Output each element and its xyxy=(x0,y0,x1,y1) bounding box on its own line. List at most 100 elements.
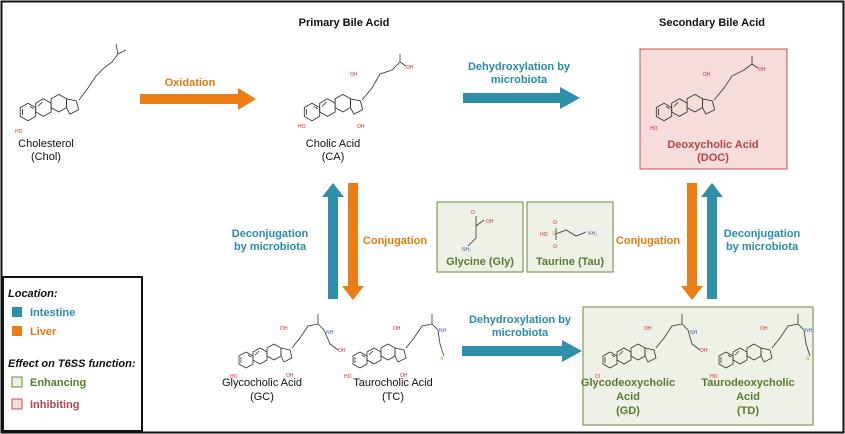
glycodeoxycholic-acid-structure: Cl OH NH OH xyxy=(595,314,708,380)
legend-liver-swatch xyxy=(12,326,22,336)
cholic-acid-structure: HO OH OH OH xyxy=(298,54,414,130)
svg-text:HO: HO xyxy=(230,374,238,380)
svg-text:NH: NH xyxy=(805,328,813,334)
taurocholic-acid-abbr: (TC) xyxy=(382,391,404,403)
dehydroxylation-top-arrow xyxy=(463,87,580,109)
doc-name: Deoxycholic Acid xyxy=(667,139,758,151)
taurodeoxycholic-acid-structure: HO OH NH S xyxy=(710,314,813,380)
svg-text:NH: NH xyxy=(326,330,334,336)
dehydroxylation-bottom-label-1: Dehydroxylation by xyxy=(469,314,572,326)
conjugation-left-arrow xyxy=(342,183,364,300)
doc-abbr: (DOC) xyxy=(697,152,729,164)
svg-text:NH: NH xyxy=(439,328,447,334)
svg-text:OH: OH xyxy=(280,326,288,332)
svg-text:HO: HO xyxy=(710,374,718,380)
taurocholic-acid-structure: HO OH OH NH S xyxy=(344,314,447,380)
deconjugation-right-label-2: by microbiota xyxy=(726,241,799,253)
legend-intestine-swatch xyxy=(12,307,22,317)
taurine-box xyxy=(526,201,614,273)
svg-text:O: O xyxy=(553,244,557,250)
svg-text:O: O xyxy=(471,210,475,216)
oxidation-arrow xyxy=(140,88,256,110)
cholesterol-structure: HO xyxy=(15,43,127,135)
deconjugation-left-label-1: Deconjugation xyxy=(232,228,309,240)
svg-text:OH: OH xyxy=(644,326,652,332)
gd-name-line1: Glycodeoxycholic xyxy=(581,377,675,389)
svg-text:S: S xyxy=(552,231,556,237)
legend-location-title: Location: xyxy=(8,288,58,300)
svg-text:S: S xyxy=(806,356,810,362)
svg-text:HO: HO xyxy=(540,232,548,238)
svg-text:OH: OH xyxy=(486,219,494,225)
svg-text:HO: HO xyxy=(15,129,23,135)
taurine-name: Taurine (Tau) xyxy=(536,256,604,268)
glycocholic-acid-name: Glycocholic Acid xyxy=(222,377,302,389)
legend-enhancing-label: Enhancing xyxy=(30,377,86,389)
svg-text:OH: OH xyxy=(357,124,365,130)
svg-text:HO: HO xyxy=(298,124,306,130)
svg-text:OH: OH xyxy=(393,326,401,332)
svg-text:NH₂: NH₂ xyxy=(588,231,597,237)
legend-inhibiting-swatch xyxy=(11,398,23,410)
conjugation-right-arrow xyxy=(681,183,703,300)
legend-liver-label: Liver xyxy=(30,326,57,338)
taurocholic-acid-name: Taurocholic Acid xyxy=(353,377,433,389)
legend: Location: Intestine Liver Effect on T6SS… xyxy=(2,276,143,432)
deconjugation-left-label-2: by microbiota xyxy=(234,241,307,253)
svg-text:Cl: Cl xyxy=(595,374,600,380)
svg-text:NH: NH xyxy=(690,330,698,336)
cholic-acid-name: Cholic Acid xyxy=(306,138,360,150)
svg-text:OH: OH xyxy=(338,348,346,354)
dehydroxylation-bottom-arrow xyxy=(462,340,582,362)
cholesterol-name: Cholesterol xyxy=(18,138,74,150)
deoxycholic-acid-structure: HO OH OH xyxy=(650,56,766,132)
svg-text:NH₂: NH₂ xyxy=(462,247,471,253)
svg-text:OH: OH xyxy=(286,373,294,379)
doc-inhibiting-box xyxy=(639,48,788,170)
taurine-structure: HO S O O NH₂ xyxy=(540,220,597,250)
primary-header: Primary Bile Acid xyxy=(299,17,390,29)
gd-abbr: (GD) xyxy=(616,405,640,417)
oxidation-label: Oxidation xyxy=(165,77,216,89)
glycocholic-acid-abbr: (GC) xyxy=(250,391,274,403)
glycine-structure: O OH NH₂ xyxy=(462,210,494,253)
legend-inhibiting-label: Inhibiting xyxy=(30,399,79,411)
conjugation-right-label: Conjugation xyxy=(616,235,680,247)
glycine-name: Glycine (Gly) xyxy=(446,256,514,268)
cholic-acid-abbr: (CA) xyxy=(322,151,345,163)
svg-text:OH: OH xyxy=(758,67,766,73)
svg-text:HO: HO xyxy=(650,126,658,132)
svg-text:OH: OH xyxy=(703,72,711,78)
svg-text:HO: HO xyxy=(344,374,352,380)
cholesterol-abbr: (Chol) xyxy=(31,151,61,163)
legend-effect-title: Effect on T6SS function: xyxy=(8,358,136,370)
svg-text:OH: OH xyxy=(400,373,408,379)
svg-text:OH: OH xyxy=(350,72,358,78)
gd-td-enhancing-box xyxy=(582,306,814,426)
conjugation-left-label: Conjugation xyxy=(363,235,427,247)
dehydroxylation-top-label-1: Dehydroxylation by xyxy=(468,61,571,73)
deconjugation-right-label-1: Deconjugation xyxy=(724,228,801,240)
deconjugation-right-arrow xyxy=(701,183,723,299)
td-name-line2: Acid xyxy=(736,391,760,403)
dehydroxylation-top-label-2: microbiota xyxy=(491,74,548,86)
td-name-line1: Taurodeoxycholic xyxy=(701,377,794,389)
legend-box xyxy=(2,276,143,432)
legend-intestine-label: Intestine xyxy=(30,307,75,319)
svg-text:O: O xyxy=(553,220,557,226)
glycine-box xyxy=(436,201,524,273)
svg-text:OH: OH xyxy=(406,65,414,71)
svg-text:OH: OH xyxy=(760,326,768,332)
deconjugation-left-arrow xyxy=(322,183,344,299)
td-abbr: (TD) xyxy=(737,405,759,417)
gd-name-line2: Acid xyxy=(616,391,640,403)
legend-enhancing-swatch xyxy=(11,376,23,388)
glycocholic-acid-structure: HO OH OH NH OH xyxy=(230,314,346,380)
dehydroxylation-bottom-label-2: microbiota xyxy=(492,327,549,339)
svg-text:S: S xyxy=(440,356,444,362)
secondary-header: Secondary Bile Acid xyxy=(659,17,765,29)
svg-text:OH: OH xyxy=(700,348,708,354)
